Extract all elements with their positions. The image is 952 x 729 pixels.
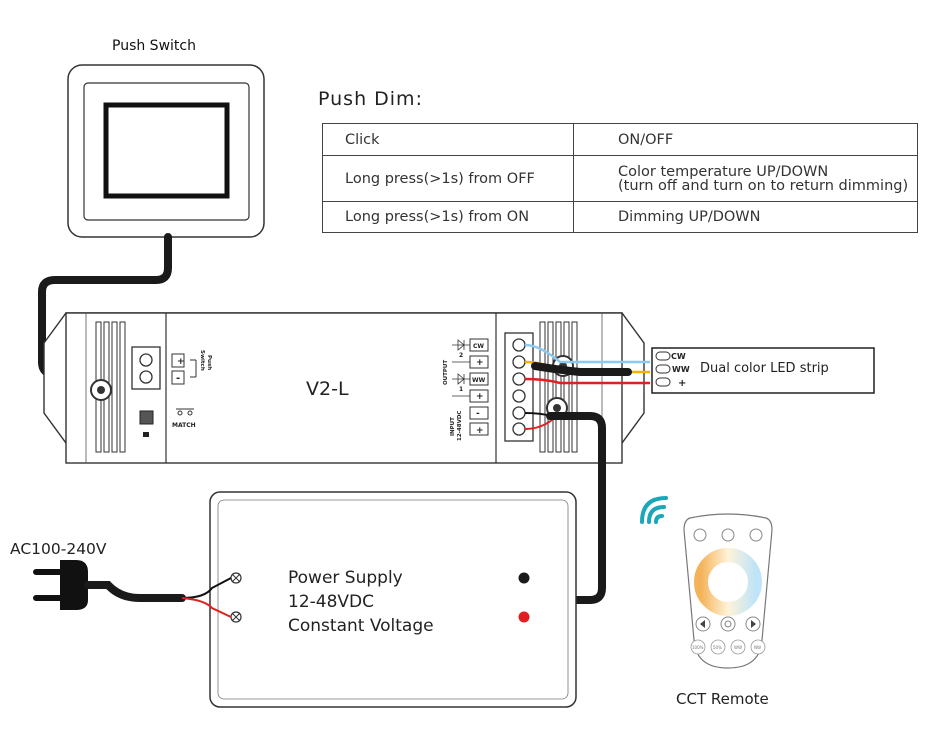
- led-strip-body: [651, 347, 875, 394]
- output-label: OUTPUT: [443, 360, 449, 385]
- power-supply-line-2: 12-48VDC: [288, 592, 374, 612]
- terminal-in-plus: +: [476, 426, 484, 436]
- row-result-cell: Color temperature UP/DOWN (turn off and …: [573, 155, 918, 202]
- table-row: Click ON/OFF: [322, 123, 918, 156]
- switch-push-label-2: Push: [206, 355, 212, 370]
- push-switch-frame: [83, 82, 250, 221]
- right-heatsink-fins: [539, 321, 578, 453]
- ac-input-label: AC100-240V: [10, 540, 107, 558]
- switch-minus-label: -: [176, 373, 180, 384]
- switch-plus-label: +: [177, 357, 185, 367]
- row-action: Click: [322, 123, 574, 156]
- remote-btn-50: 50%: [713, 645, 722, 650]
- terminal-ww: WW: [472, 377, 486, 384]
- row-result: Dimming UP/DOWN: [573, 201, 918, 233]
- match-label: MATCH: [172, 422, 196, 429]
- input-voltage-label: 12-48VDC: [457, 411, 463, 441]
- dc-cable: [546, 412, 606, 604]
- terminal-plus-1: +: [476, 392, 484, 402]
- strip-pin-ww: WW: [672, 365, 690, 374]
- terminal-cw: CW: [473, 343, 484, 350]
- led-cable: [531, 362, 632, 376]
- terminal-in-minus: -: [476, 409, 480, 419]
- remote-preset-buttons: [690, 639, 766, 655]
- led-strip-label: Dual color LED strip: [700, 361, 829, 376]
- plug-body: [60, 560, 88, 610]
- push-dim-table: Click ON/OFF Long press(>1s) from OFF Co…: [322, 123, 918, 233]
- output-ch2: 2: [459, 352, 463, 359]
- power-supply-line-1: Power Supply: [288, 568, 403, 588]
- power-supply-body: [209, 491, 577, 708]
- row-action: Long press(>1s) from ON: [322, 201, 574, 233]
- row-result-note: (turn off and turn on to return dimming): [618, 177, 909, 194]
- cct-wheel: [694, 548, 762, 616]
- push-switch-label: Push Switch: [112, 38, 196, 54]
- strip-pin-plus: +: [678, 378, 686, 389]
- plus-wire: [524, 377, 650, 385]
- strip-pin-cw: CW: [671, 352, 686, 361]
- terminal-plus-2: +: [476, 358, 484, 368]
- push-dim-title: Push Dim:: [318, 88, 423, 110]
- plug-prongs: [33, 569, 63, 601]
- remote-nav-buttons: [695, 616, 761, 632]
- row-result: ON/OFF: [573, 123, 918, 156]
- output-ch1: 1: [459, 386, 463, 393]
- power-supply-label: Power Supply 12-48VDC Constant Voltage: [288, 566, 434, 638]
- push-switch-button: [103, 102, 230, 199]
- remote-btn-nw: NW: [754, 645, 761, 650]
- table-row: Long press(>1s) from ON Dimming UP/DOWN: [322, 201, 918, 233]
- power-supply-line-3: Constant Voltage: [288, 616, 434, 636]
- wifi-icon: [640, 496, 668, 524]
- remote-btn-100: 100%: [692, 645, 704, 650]
- remote-btn-ww: WW: [734, 645, 742, 650]
- input-label: INPUT: [450, 417, 456, 436]
- table-row: Long press(>1s) from OFF Color temperatu…: [322, 155, 918, 202]
- cw-wire: [524, 343, 650, 364]
- row-action: Long press(>1s) from OFF: [322, 155, 574, 202]
- remote-top-buttons: [693, 528, 763, 542]
- match-button: [139, 410, 154, 425]
- row-result: Color temperature UP/DOWN: [618, 163, 829, 180]
- ac-cable: [84, 581, 186, 602]
- push-switch-plate: [67, 64, 265, 238]
- controller-model-label: V2-L: [306, 378, 349, 400]
- remote-label: CCT Remote: [676, 690, 769, 708]
- switch-push-label: Switch: [199, 350, 205, 371]
- ps-output-negative: [518, 572, 530, 584]
- ps-output-positive: [518, 611, 530, 623]
